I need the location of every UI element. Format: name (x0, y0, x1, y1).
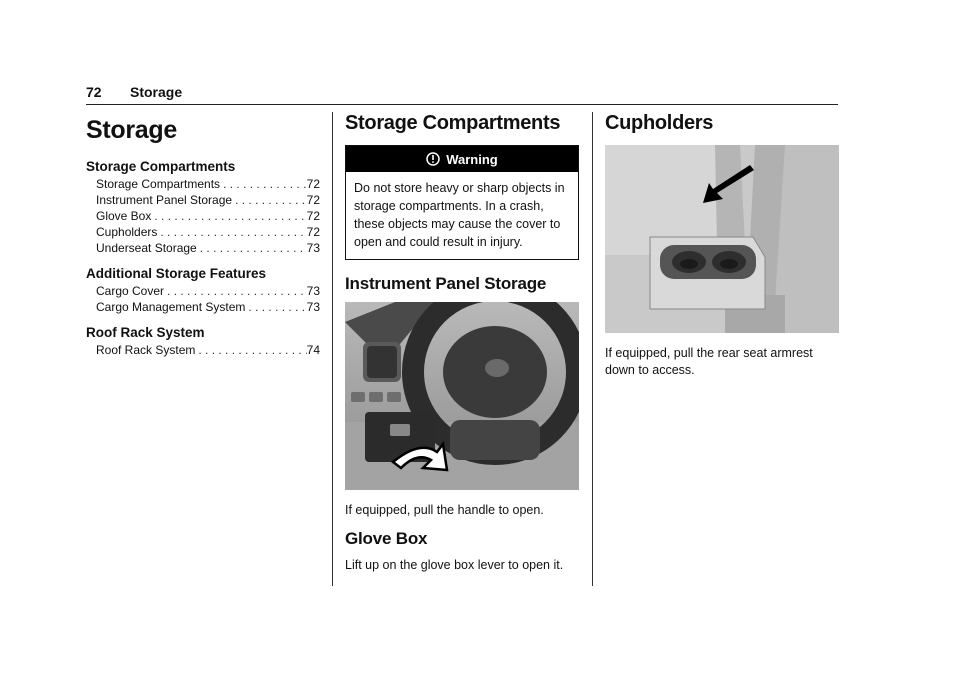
instrument-panel-photo (345, 302, 579, 490)
cupholders-photo (605, 145, 839, 333)
content-column-right: Cupholders If equipped, pull the rear se… (605, 110, 839, 385)
column-divider (592, 112, 593, 586)
chapter-title: Storage (86, 116, 177, 144)
toc-entry-storage-compartments[interactable]: Storage Compartments72 (86, 176, 320, 192)
column-divider (332, 112, 333, 586)
warning-box: Warning Do not store heavy or sharp obje… (345, 145, 579, 260)
warning-icon (426, 152, 440, 166)
section-title: Storage (130, 84, 183, 100)
cupholders-text: If equipped, pull the rear seat armrest … (605, 346, 813, 377)
page-number: 72 (86, 84, 102, 100)
warning-text: Do not store heavy or sharp objects in s… (354, 181, 565, 249)
toc-entry-cargo-cover[interactable]: Cargo Cover73 (86, 283, 320, 299)
toc-entry-cargo-management[interactable]: Cargo Management System73 (86, 299, 320, 315)
toc-entry-cupholders[interactable]: Cupholders72 (86, 224, 320, 240)
toc-heading: Roof Rack System (86, 325, 205, 340)
toc-entry-roof-rack-system[interactable]: Roof Rack System74 (86, 342, 320, 358)
glove-box-text: Lift up on the glove box lever to open i… (345, 558, 564, 572)
warning-bar: Warning (346, 146, 578, 172)
toc-group-storage-compartments: Storage Compartments Storage Compartment… (86, 159, 320, 256)
toc-heading: Additional Storage Features (86, 266, 267, 281)
toc-group-additional-storage: Additional Storage Features Cargo Cover7… (86, 266, 320, 315)
toc-heading: Storage Compartments (86, 159, 236, 174)
toc-entry-glove-box[interactable]: Glove Box72 (86, 208, 320, 224)
cupholders-title: Cupholders (605, 112, 714, 134)
storage-compartments-title: Storage Compartments (345, 112, 561, 134)
instrument-panel-caption: If equipped, pull the handle to open. (345, 503, 544, 517)
toc-group-roof-rack: Roof Rack System Roof Rack System74 (86, 325, 320, 358)
glove-box-title: Glove Box (345, 529, 428, 548)
toc-entry-instrument-panel-storage[interactable]: Instrument Panel Storage72 (86, 192, 320, 208)
content-column-middle: Storage Compartments Warning Do not stor… (345, 110, 579, 580)
toc-entry-underseat-storage[interactable]: Underseat Storage73 (86, 240, 320, 256)
toc-column: Storage Storage Compartments Storage Com… (86, 110, 320, 368)
warning-label: Warning (446, 151, 498, 167)
instrument-panel-storage-title: Instrument Panel Storage (345, 274, 547, 293)
page-header: 72 Storage (86, 84, 838, 105)
